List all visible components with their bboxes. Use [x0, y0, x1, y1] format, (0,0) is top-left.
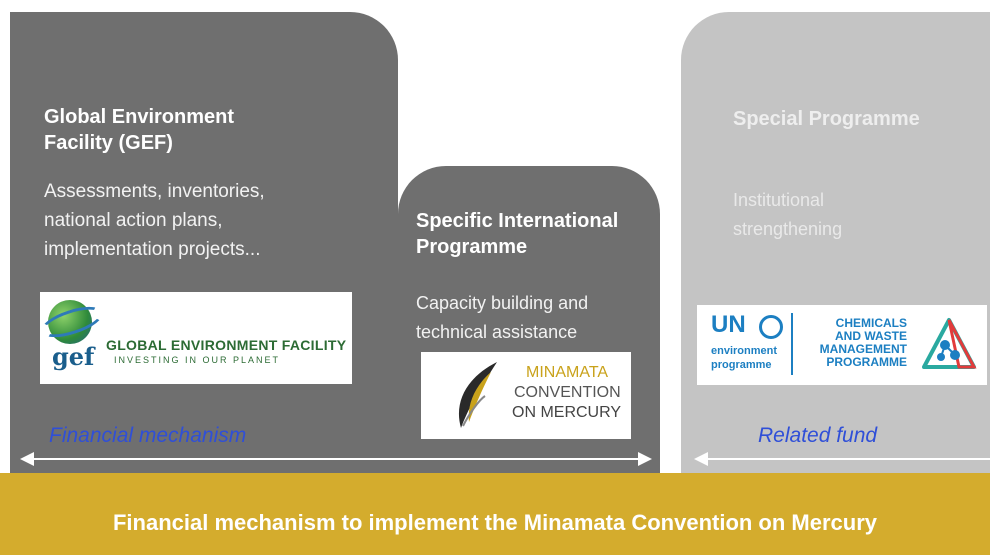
related-fund-caption: Related fund	[758, 424, 878, 447]
unep-chemicals-waste-logo: UN environment programme CHEMICALS AND W…	[697, 305, 987, 385]
financial-mechanism-caption: Financial mechanism	[49, 424, 247, 447]
un-emblem-icon	[759, 315, 783, 339]
cwm-line1: CHEMICALS	[835, 316, 907, 330]
cwm-line2: AND WASTE	[835, 329, 907, 343]
arrow-shaft	[706, 458, 990, 460]
gef-desc-line2: national action plans,	[44, 210, 223, 231]
gef-desc-line1: Assessments, inventories,	[44, 181, 265, 202]
unep-programme-label: programme	[711, 359, 772, 371]
gef-panel	[10, 12, 398, 482]
sip-desc-line2: technical assistance	[416, 322, 578, 342]
gef-logo-tagline: INVESTING IN OUR PLANET	[114, 355, 281, 365]
gef-title-line2: Facility (GEF)	[44, 132, 173, 154]
gef-logo-name: GLOBAL ENVIRONMENT FACILITY	[106, 337, 347, 353]
minamata-logo-line3: ON MERCURY	[512, 404, 622, 421]
minamata-logo-line1: MINAMATA	[526, 364, 609, 381]
un-letters: UN	[711, 311, 746, 338]
cwm-line3: MANAGEMENT	[819, 342, 907, 356]
gef-desc-line3: implementation projects...	[44, 239, 261, 260]
sp-desc-line2: strengthening	[733, 219, 843, 239]
sip-title: Specific International Programme	[416, 208, 618, 260]
sip-title-line2: Programme	[416, 236, 528, 258]
arrow-shaft	[32, 458, 640, 460]
footer-text: Financial mechanism to implement the Min…	[112, 510, 878, 535]
sip-desc-line1: Capacity building and	[416, 293, 589, 313]
chemicals-waste-triangle-icon	[922, 318, 977, 369]
logo-divider	[791, 313, 793, 375]
sip-description: Capacity building and technical assistan…	[416, 289, 588, 347]
gef-title-line1: Global Environment	[44, 106, 235, 128]
unep-environment-label: environment	[711, 345, 778, 357]
gef-description: Assessments, inventories, national actio…	[44, 177, 265, 264]
sip-title-line1: Specific International	[416, 210, 619, 232]
arrow-left-head-icon	[20, 452, 34, 466]
minamata-logo: MINAMATA CONVENTION ON MERCURY	[421, 352, 631, 439]
minamata-logo-line2: CONVENTION	[514, 384, 621, 401]
footer-bar	[0, 473, 990, 555]
sp-description: Institutional strengthening	[733, 186, 842, 244]
gef-logo: gef GLOBAL ENVIRONMENT FACILITY INVESTIN…	[37, 292, 352, 384]
sp-desc-line1: Institutional	[733, 190, 825, 210]
gef-title: Global Environment Facility (GEF)	[44, 104, 234, 156]
sp-title: Special Programme	[733, 108, 920, 130]
gef-logo-word: gef	[52, 342, 95, 371]
cwm-line4: PROGRAMME	[826, 355, 907, 369]
globe-icon	[48, 300, 92, 344]
sp-panel	[681, 12, 990, 482]
arrow-right-head-icon	[638, 452, 652, 466]
arrow-left-head-icon	[694, 452, 708, 466]
flame-leaf-icon	[458, 362, 497, 428]
